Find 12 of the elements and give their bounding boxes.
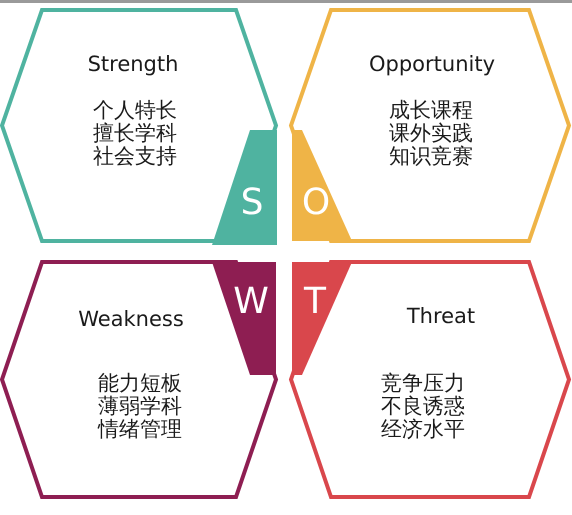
heading: Opportunity <box>368 52 496 76</box>
heading: Threat <box>406 304 476 328</box>
quadrant-letter: W <box>233 284 269 320</box>
item-list: 竞争压力不良诱惑经济水平 <box>380 372 466 441</box>
item-list: 成长课程课外实践知识竞赛 <box>388 99 474 168</box>
heading: Weakness <box>78 307 184 331</box>
heading: Strength <box>88 52 178 76</box>
item-list: 能力短板薄弱学科情绪管理 <box>97 372 183 441</box>
quadrant-letter: O <box>302 185 330 221</box>
quadrant-letter: T <box>304 284 326 320</box>
quadrant-letter: S <box>240 185 264 221</box>
item-list: 个人特长擅长学科社会支持 <box>92 99 178 168</box>
